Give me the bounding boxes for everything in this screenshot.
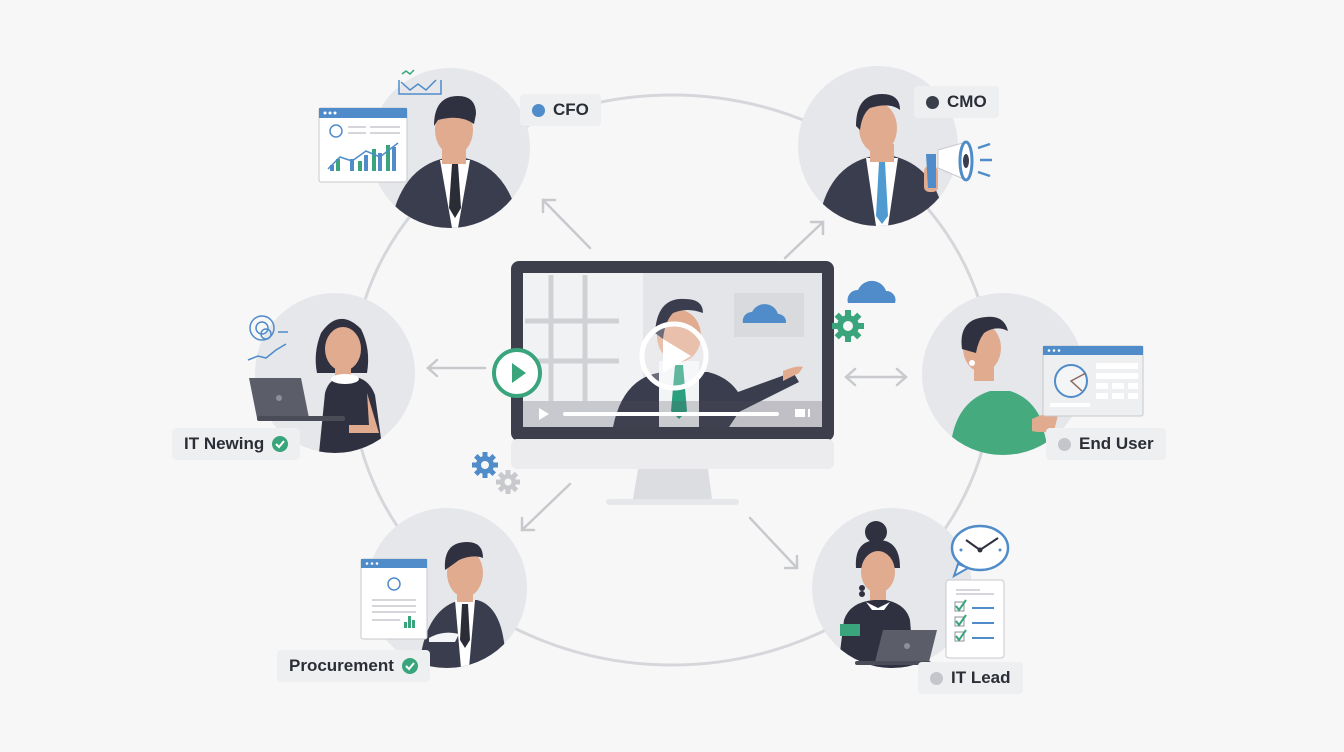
persona-label: End User [1079, 434, 1154, 453]
check-icon [401, 658, 418, 674]
check-icon [272, 436, 289, 452]
status-dot-icon [926, 95, 939, 109]
document-window [360, 558, 428, 640]
persona-it-lead [812, 508, 972, 668]
persona-label: CFO [553, 100, 589, 119]
persona-it-newing [255, 293, 415, 453]
line-chart-icon [398, 69, 442, 95]
persona-label: CMO [947, 92, 987, 111]
arrow-cfo [541, 198, 592, 250]
laptop [855, 630, 937, 665]
video-presentation-monitor [511, 261, 834, 507]
trend-icon [247, 343, 287, 361]
label-cfo: CFO [520, 94, 601, 126]
arrow-it-lead [748, 516, 799, 570]
label-procurement: Procurement [277, 650, 430, 682]
persona-label: IT Lead [951, 668, 1011, 687]
cycle-icon [247, 315, 288, 361]
label-cmo: CMO [914, 86, 999, 118]
status-dot-icon [1058, 437, 1071, 451]
spreadsheet-window [1042, 345, 1144, 417]
megaphone-icon [926, 140, 992, 188]
label-end-user: End User [1046, 428, 1166, 460]
dashboard-chart [318, 107, 408, 183]
clock-checklist [945, 524, 1010, 659]
cloud-icon [847, 280, 896, 303]
laptop [249, 378, 345, 421]
arrow-cmo [783, 220, 825, 260]
gear-icon [832, 310, 864, 342]
arrow-procurement [520, 482, 572, 532]
status-dot-icon [532, 103, 545, 117]
play-circle-icon [492, 348, 542, 398]
status-dot-icon [930, 671, 943, 685]
label-it-newing: IT Newing [172, 428, 301, 460]
persona-label: IT Newing [184, 434, 265, 453]
label-it-lead: IT Lead [918, 662, 1023, 694]
persona-label: Procurement [289, 656, 394, 675]
gears-icon [472, 452, 520, 494]
